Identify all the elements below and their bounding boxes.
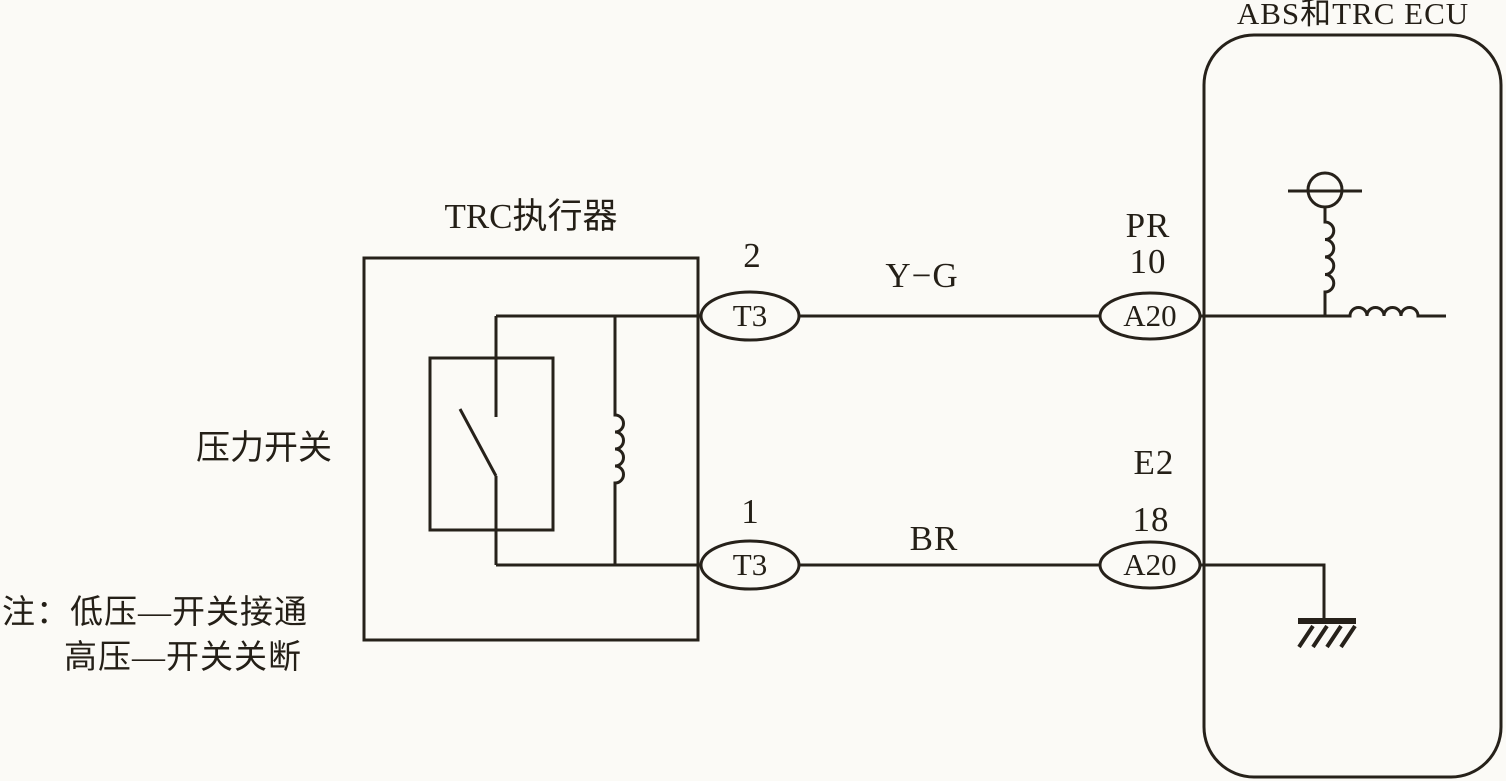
actuator-internal-wires: [496, 314, 701, 567]
a20-bottom-label: A20: [1123, 547, 1177, 582]
ground-icon: [1297, 618, 1357, 649]
wire-label-yg: Y−G: [885, 256, 959, 295]
actuator-title: TRC执行器: [444, 197, 618, 236]
harness-wires: [799, 314, 1101, 567]
terminal-pin-10: 10: [1129, 242, 1167, 281]
note-line-1: 注：低压—开关接通: [2, 595, 308, 631]
actuator-coil-symbol: [613, 316, 625, 565]
pin-number-2: 2: [743, 236, 761, 275]
terminal-label-pr: PR: [1125, 206, 1171, 245]
t3-top-label: T3: [732, 298, 768, 333]
pressure-switch-symbol: [428, 316, 555, 565]
ecu-top-circuit: [1200, 171, 1446, 318]
wire-label-br: BR: [909, 519, 959, 558]
terminal-pin-18: 18: [1132, 500, 1170, 539]
ecu-inductor-symbol: [1200, 306, 1446, 318]
pressure-switch-label: 压力开关: [196, 430, 332, 467]
pin-number-1: 1: [741, 492, 759, 531]
note-line-2: 高压—开关关断: [64, 640, 302, 676]
ecu-coil-symbol: [1323, 207, 1336, 316]
ecu-title: ABS和TRC ECU: [1236, 0, 1470, 31]
terminal-label-e2: E2: [1133, 443, 1175, 482]
trc-actuator-box: [362, 256, 700, 642]
a20-top-label: A20: [1123, 298, 1177, 333]
ecu-ground-circuit: [1200, 563, 1357, 649]
t3-bottom-label: T3: [732, 547, 768, 582]
ecu-box: [1202, 33, 1503, 779]
